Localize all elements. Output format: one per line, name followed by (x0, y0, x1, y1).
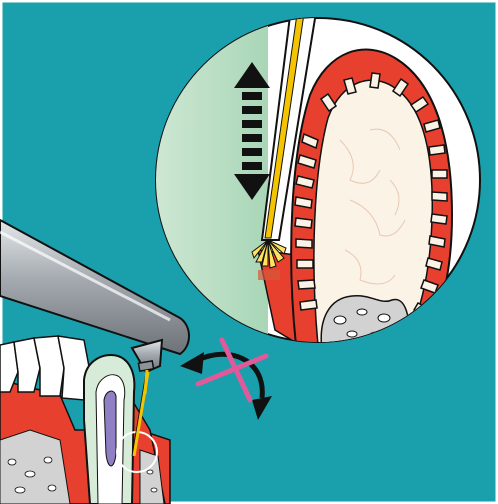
handpiece-fiber (145, 370, 147, 394)
root-canal (104, 391, 116, 466)
tip-collar (138, 361, 153, 371)
alveolar-bone (0, 430, 70, 504)
